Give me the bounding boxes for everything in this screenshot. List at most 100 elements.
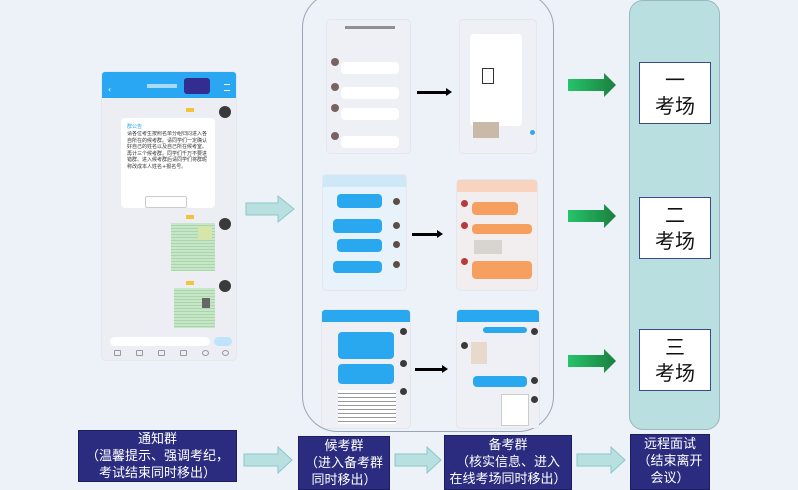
exam-room-number: 二 — [665, 203, 685, 227]
waiting-group-screenshot — [327, 20, 410, 153]
send-button — [214, 337, 232, 346]
group-name-text — [147, 84, 177, 88]
table-image — [338, 390, 396, 424]
avatar — [531, 328, 538, 335]
avatar — [331, 104, 339, 112]
tag-badge — [186, 215, 194, 219]
chat-bubble — [333, 219, 382, 233]
announcement-bubble: 群公告 请各位考生按照名单分组归同进入各自所在的候考群。请同学们一定确认好自己的… — [121, 118, 215, 208]
chat-bubble — [472, 224, 532, 234]
notice-group-screenshot: ‹ 群公告 请各位考生按照名单分组归同进入各自所在的候考群。请同学们一定确认好自… — [102, 72, 236, 360]
flow-arrow — [394, 446, 442, 474]
avatar — [219, 218, 231, 230]
chat-bubble — [338, 364, 394, 384]
flow-arrow — [576, 446, 626, 474]
image-thumbnail — [482, 68, 494, 84]
avatar — [393, 261, 400, 268]
chat-header — [323, 175, 406, 187]
chat-header — [457, 310, 539, 322]
transition-arrow — [417, 91, 449, 94]
arrow-head — [442, 365, 448, 373]
image-thumbnail — [474, 240, 502, 254]
exam-room-1: 一 考场 — [639, 62, 711, 124]
menu-icon — [224, 84, 230, 91]
back-icon: ‹ — [108, 85, 112, 94]
mic-icon — [114, 350, 121, 356]
image-icon — [136, 350, 143, 356]
avatar — [400, 388, 407, 395]
chat-bubble — [337, 194, 382, 208]
avatar — [461, 258, 468, 265]
chat-header — [457, 180, 537, 192]
qr-code — [202, 298, 210, 308]
exam-room-number: 三 — [665, 335, 685, 359]
green-arrow — [568, 204, 616, 228]
announcement-button — [145, 196, 187, 208]
flow-step-notice-group: 通知群 （温馨提示、强调考纪， 考试结束同时移出） — [78, 430, 237, 482]
tag-badge — [186, 281, 194, 285]
flow-step-prep-group: 备考群 （核实信息、进入 在线考场同时移出） — [444, 435, 572, 490]
avatar — [461, 342, 468, 349]
chat-bubble — [338, 332, 394, 359]
green-arrow — [568, 73, 616, 97]
flow-step-desc: 同时移出） — [311, 473, 377, 488]
chat-bubble — [473, 376, 527, 387]
image-message — [174, 288, 215, 328]
input-bar — [110, 337, 210, 346]
chat-bubble — [472, 261, 532, 279]
flow-step-title: 远程面试 — [643, 437, 696, 452]
avatar — [400, 328, 407, 335]
file-icon — [180, 350, 187, 356]
exam-room-number: 一 — [665, 68, 685, 92]
chat-bubble — [337, 239, 382, 252]
flow-step-desc: （结束离开 — [637, 454, 703, 469]
chat-bubble — [341, 87, 399, 99]
flow-step-desc: 在线考场同时移出） — [449, 472, 567, 487]
toolbar — [110, 350, 230, 356]
flow-step-title: 通知群 — [137, 432, 177, 447]
exam-room-2: 二 考场 — [639, 197, 711, 259]
image-thumbnail — [198, 226, 212, 240]
avatar — [331, 58, 339, 66]
flow-step-desc: （进入备考群 — [304, 456, 383, 471]
announcement-text: 请各位考生按照名单分组归同进入各自所在的候考群。请同学们一定确认好自己的姓名以及… — [127, 131, 208, 170]
avatar — [461, 200, 468, 207]
green-arrow — [568, 349, 616, 373]
prep-group-screenshot — [457, 180, 537, 290]
avatar — [531, 377, 538, 384]
chat-bubble — [341, 108, 399, 120]
waiting-group-screenshot — [322, 310, 410, 428]
announcement-label: 群公告 — [127, 124, 143, 130]
flow-step-title: 候考群 — [324, 439, 364, 454]
chat-bubble — [472, 202, 518, 215]
prep-group-screenshot — [457, 310, 539, 428]
avatar — [219, 106, 231, 118]
status-dot — [530, 130, 535, 135]
camera-icon — [158, 350, 165, 356]
chat-bubble — [333, 261, 382, 273]
flow-arrow — [243, 446, 293, 474]
transition-arrow — [412, 233, 439, 236]
prep-group-screenshot — [460, 20, 536, 153]
flow-step-waiting-group: 候考群 （进入备考群 同时移出） — [298, 436, 390, 490]
chat-header — [322, 310, 410, 322]
chat-title — [345, 26, 395, 29]
avatar — [393, 222, 400, 229]
emoji-icon — [202, 350, 209, 356]
flow-step-remote-interview: 远程面试 （结束离开 会议） — [630, 434, 710, 490]
flow-step-desc: （温馨提示、强调考纪， — [85, 449, 229, 464]
screenshot-image — [501, 394, 529, 426]
image-thumbnail — [471, 342, 487, 364]
arrow-head — [446, 88, 452, 96]
exam-room-label: 考场 — [655, 94, 695, 118]
arrow-head — [437, 230, 443, 238]
transition-arrow — [415, 368, 444, 371]
avatar — [393, 241, 400, 248]
chat-bubble — [341, 62, 399, 74]
exam-room-label: 考场 — [655, 361, 695, 385]
avatar — [331, 83, 339, 91]
avatar — [400, 360, 407, 367]
exam-room-3: 三 考场 — [639, 329, 711, 391]
more-icon — [222, 350, 229, 356]
avatar — [331, 132, 339, 140]
